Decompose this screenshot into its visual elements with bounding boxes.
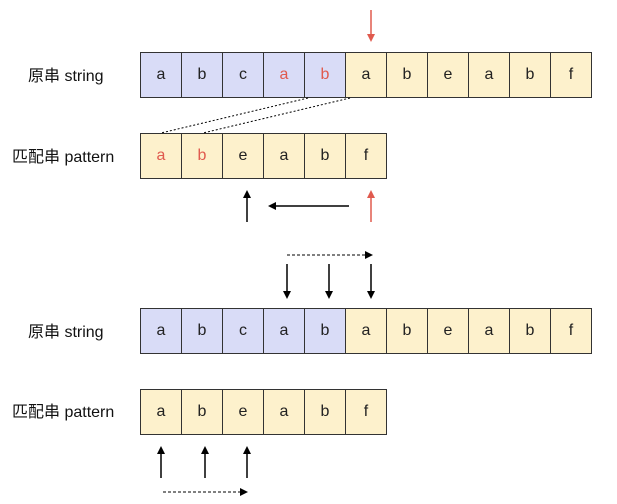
char-cell: f [345,133,387,179]
char-cell: b [386,308,428,354]
char-cell: f [550,52,592,98]
char-cell: f [550,308,592,354]
char-cell: b [181,389,223,435]
char-cell: f [345,389,387,435]
dotted-connector-2 [202,97,351,134]
char-cell: b [386,52,428,98]
dotted-connector-1 [160,97,309,134]
char-cell: a [345,308,387,354]
char-cell: c [222,308,264,354]
char-cell: a [263,133,305,179]
string-label-bottom: 原串 string [28,324,104,341]
char-cell: c [222,52,264,98]
pattern-label-bottom: 匹配串 pattern [12,404,115,421]
char-cell: a [140,133,182,179]
char-cell: a [263,52,305,98]
char-cell: b [304,133,346,179]
char-cell: b [181,133,223,179]
char-cell: e [427,52,469,98]
char-cell: b [304,389,346,435]
char-cell: a [140,308,182,354]
char-cell: b [181,308,223,354]
char-cell: e [222,389,264,435]
char-cell: e [222,133,264,179]
string-label-top: 原串 string [28,68,104,85]
char-cell: a [263,389,305,435]
char-cell: e [427,308,469,354]
pattern-label-top: 匹配串 pattern [12,149,115,166]
char-cell: a [263,308,305,354]
